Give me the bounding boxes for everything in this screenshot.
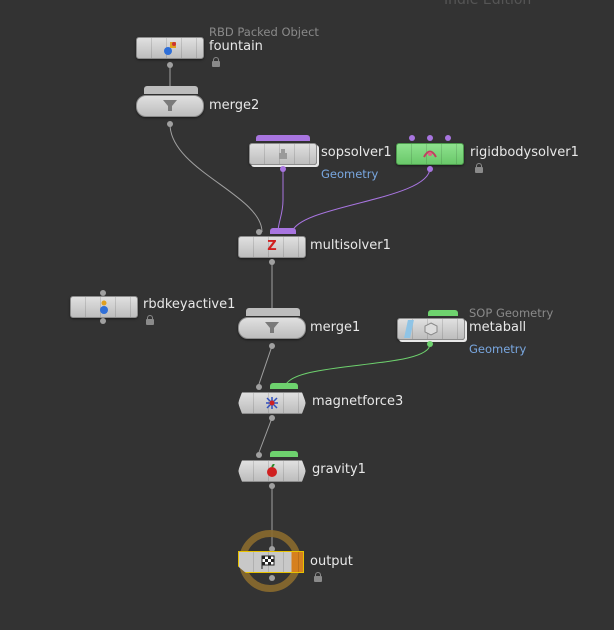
wire-merge2-multisolver1 [169, 123, 263, 233]
rigidbodysolver1-lock-icon[interactable] [475, 163, 483, 173]
output-output-dot[interactable] [269, 575, 275, 581]
sopsolver1-context: Geometry [321, 167, 379, 181]
fountain-label: fountain [209, 39, 263, 54]
fountain-lock-icon[interactable] [212, 57, 220, 67]
gravity1-input-flag[interactable] [270, 451, 298, 457]
rbdkeyactive1-output-dot[interactable] [100, 318, 106, 324]
magnet-force-icon [263, 395, 281, 411]
metaball-tile[interactable] [397, 318, 465, 340]
wire-sopsolver1-multisolver1 [277, 168, 284, 233]
edition-watermark: Indie Edition [444, 0, 532, 8]
merge1-label: merge1 [310, 320, 361, 335]
gravity1-tile[interactable] [238, 460, 306, 482]
output-tile[interactable] [238, 551, 304, 573]
multisolver1-tile[interactable]: Z [238, 236, 306, 258]
metaball-comment: SOP Geometry [469, 306, 554, 320]
multisolver1-input-flag[interactable] [270, 228, 296, 234]
merge2-tile[interactable] [136, 95, 204, 117]
rbdkeyactive1-tile[interactable] [70, 296, 138, 318]
magnetforce3-input-flag[interactable] [270, 383, 298, 389]
magnetforce3-label: magnetforce3 [312, 394, 404, 409]
funnel-icon [263, 320, 281, 336]
magnetforce3-output-dot[interactable] [269, 415, 275, 421]
wire-magnetforce3-gravity1 [257, 417, 273, 456]
rbd-object-icon [161, 40, 179, 56]
fountain-tile[interactable] [136, 37, 204, 59]
merge2-output-dot[interactable] [167, 121, 173, 127]
output-lock-icon[interactable] [314, 572, 322, 582]
output-input-dot[interactable] [269, 546, 275, 552]
multisolver-z-icon: Z [267, 239, 277, 254]
magnetforce3-tile[interactable] [238, 392, 306, 414]
rigid-body-icon [421, 146, 439, 162]
multisolver1-input-dot[interactable] [256, 229, 262, 235]
key-active-icon [95, 299, 113, 315]
magnetforce3-input-dot[interactable] [256, 384, 262, 390]
rigidbodysolver1-input-3[interactable] [445, 135, 451, 141]
output-label: output [310, 554, 353, 569]
sopsolver1-label: sopsolver1 [321, 145, 392, 160]
wire-rigidbodysolver1-multisolver1 [291, 167, 431, 233]
merge2-input-bar[interactable] [144, 86, 198, 94]
metaball-label: metaball [469, 320, 527, 335]
multisolver1-label: multisolver1 [310, 238, 391, 253]
rigidbodysolver1-label: rigidbodysolver1 [470, 145, 579, 160]
rbdkeyactive1-lock-icon[interactable] [146, 315, 154, 325]
wire-metaball-magnetforce3 [284, 343, 431, 388]
metaball-output-dot[interactable] [427, 341, 433, 347]
sopsolver1-input-flag[interactable] [256, 135, 310, 141]
rigidbodysolver1-tile[interactable] [396, 143, 464, 165]
merge1-input-bar[interactable] [246, 308, 300, 316]
funnel-icon [161, 98, 179, 114]
sopsolver1-output-dot[interactable] [280, 166, 286, 172]
apple-icon [263, 463, 281, 479]
merge2-label: merge2 [209, 98, 260, 113]
multisolver1-output-dot[interactable] [269, 259, 275, 265]
sop-solver-icon [274, 146, 292, 162]
cube-icon [422, 321, 440, 337]
rigidbodysolver1-input-2[interactable] [427, 135, 433, 141]
fountain-comment: RBD Packed Object [209, 25, 319, 39]
merge1-tile[interactable] [238, 317, 306, 339]
metaball-context: Geometry [469, 342, 527, 356]
checkered-flag-icon [259, 554, 277, 570]
rbdkeyactive1-input-dot[interactable] [100, 290, 106, 296]
merge1-output-dot[interactable] [269, 343, 275, 349]
gravity1-output-dot[interactable] [269, 483, 275, 489]
wire-merge1-magnetforce3 [257, 345, 273, 388]
fountain-output-dot[interactable] [167, 62, 173, 68]
rigidbodysolver1-output-dot[interactable] [427, 166, 433, 172]
gravity1-input-dot[interactable] [256, 452, 262, 458]
gravity1-label: gravity1 [312, 462, 366, 477]
sopsolver1-tile[interactable] [249, 143, 317, 165]
rigidbodysolver1-input-1[interactable] [409, 135, 415, 141]
rbdkeyactive1-label: rbdkeyactive1 [143, 297, 236, 312]
metaball-input-flag[interactable] [428, 310, 458, 316]
